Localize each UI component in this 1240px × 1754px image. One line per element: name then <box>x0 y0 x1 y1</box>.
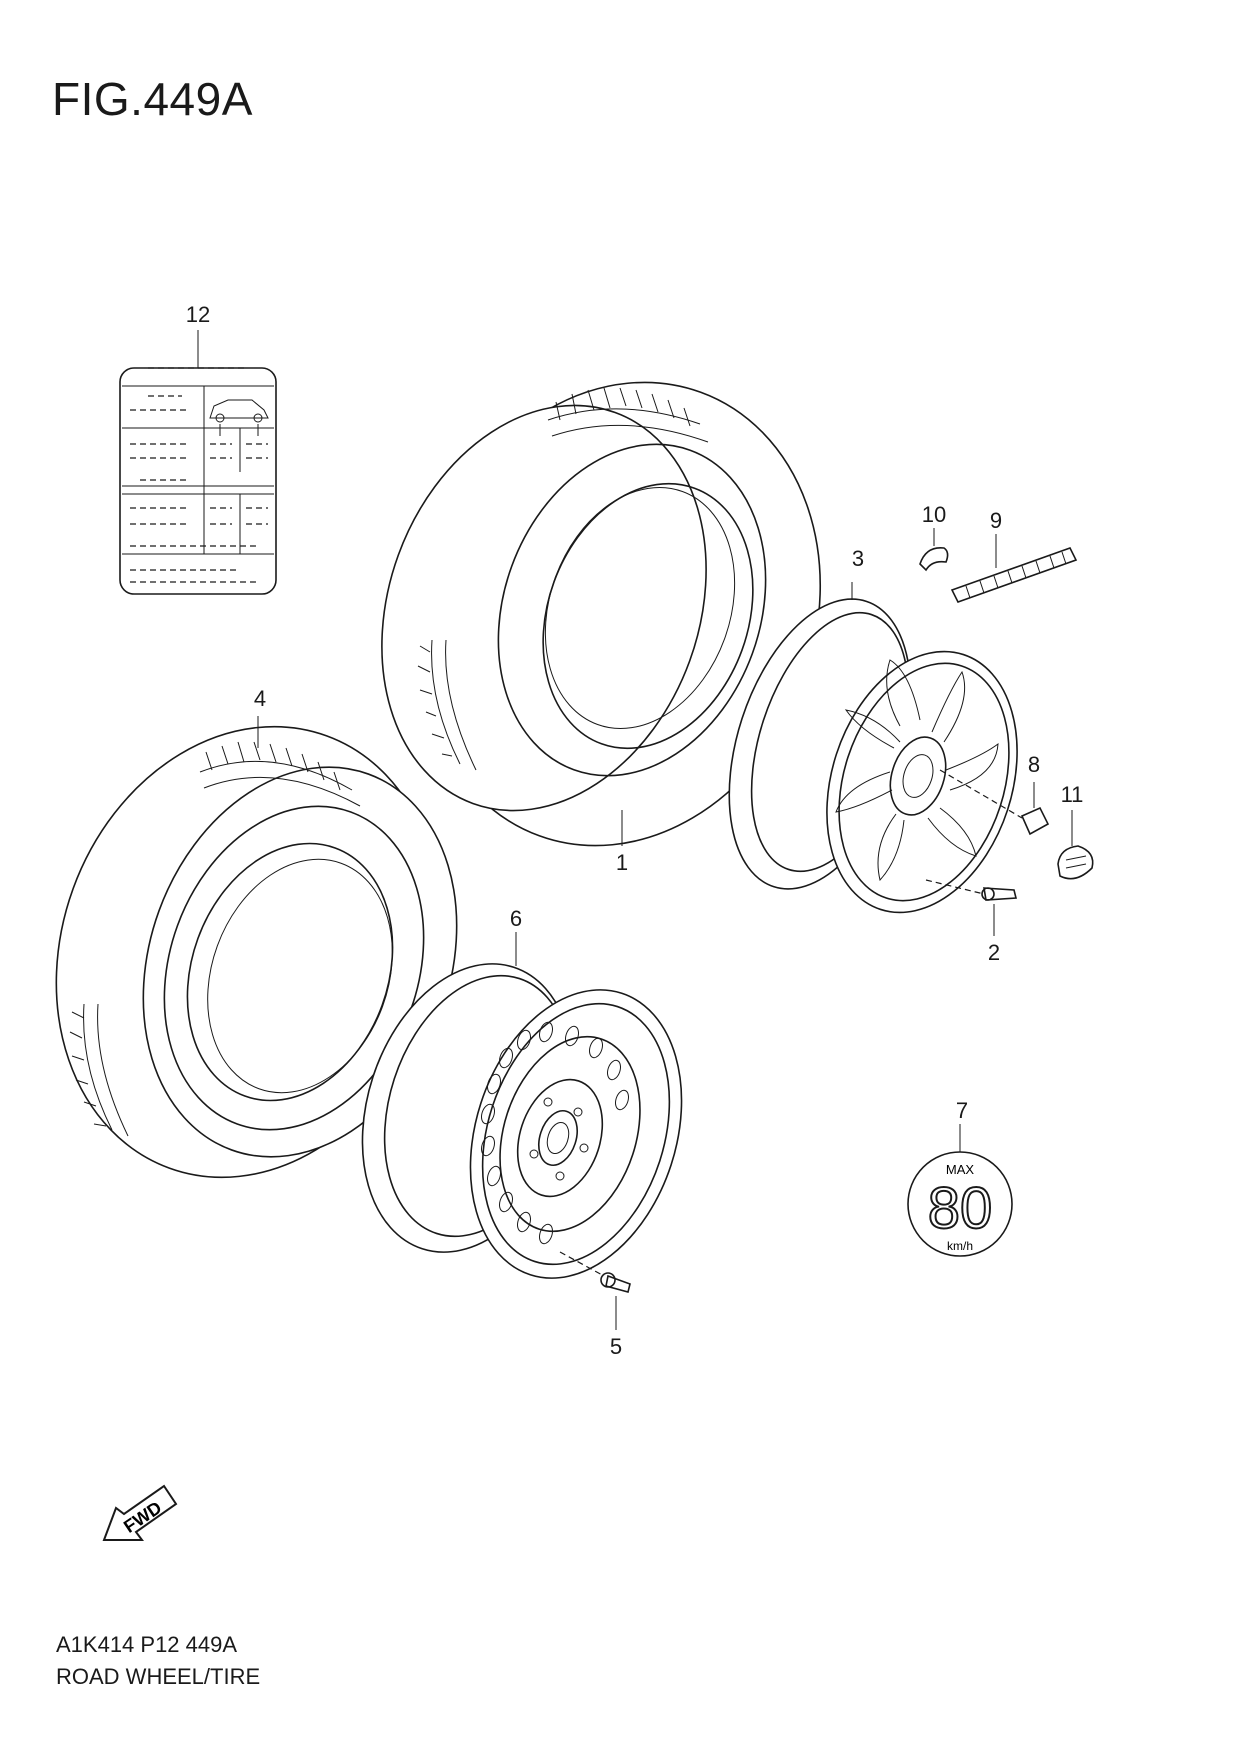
center-cap <box>1057 810 1094 880</box>
callout-9: 9 <box>990 508 1002 533</box>
tire-placard-label <box>119 330 277 595</box>
figure-code: A1K414 P12 449A <box>56 1632 238 1657</box>
balance-weight-strip <box>950 534 1078 603</box>
callout-2: 2 <box>988 940 1000 965</box>
speed-label-max: MAX <box>946 1162 975 1177</box>
tire-spare <box>55 716 458 1179</box>
callout-10: 10 <box>922 502 946 527</box>
fwd-arrow-icon: FWD <box>102 1484 178 1541</box>
balance-weight-clip <box>919 528 949 572</box>
callout-4: 4 <box>254 686 266 711</box>
speed-limit-label: MAX 80 km/h <box>907 1124 1013 1257</box>
callout-3: 3 <box>852 546 864 571</box>
steel-wheel <box>361 932 683 1279</box>
figure-name: ROAD WHEEL/TIRE <box>56 1664 261 1689</box>
callout-6: 6 <box>510 906 522 931</box>
alloy-wheel <box>826 650 1018 914</box>
callout-11: 11 <box>1061 782 1084 807</box>
tire-valve-alloy <box>925 879 1018 936</box>
tire-main <box>381 381 822 847</box>
speed-label-unit: km/h <box>947 1239 973 1253</box>
callout-5: 5 <box>610 1334 622 1359</box>
callout-7: 7 <box>956 1098 968 1123</box>
speed-label-value: 80 <box>928 1176 993 1241</box>
callout-1: 1 <box>616 850 628 875</box>
figure-title: FIG.449A <box>52 73 253 125</box>
wheel-nut <box>939 769 1050 836</box>
callout-12: 12 <box>186 302 210 327</box>
tire-valve-steel <box>559 1251 631 1330</box>
callout-8: 8 <box>1028 752 1040 777</box>
